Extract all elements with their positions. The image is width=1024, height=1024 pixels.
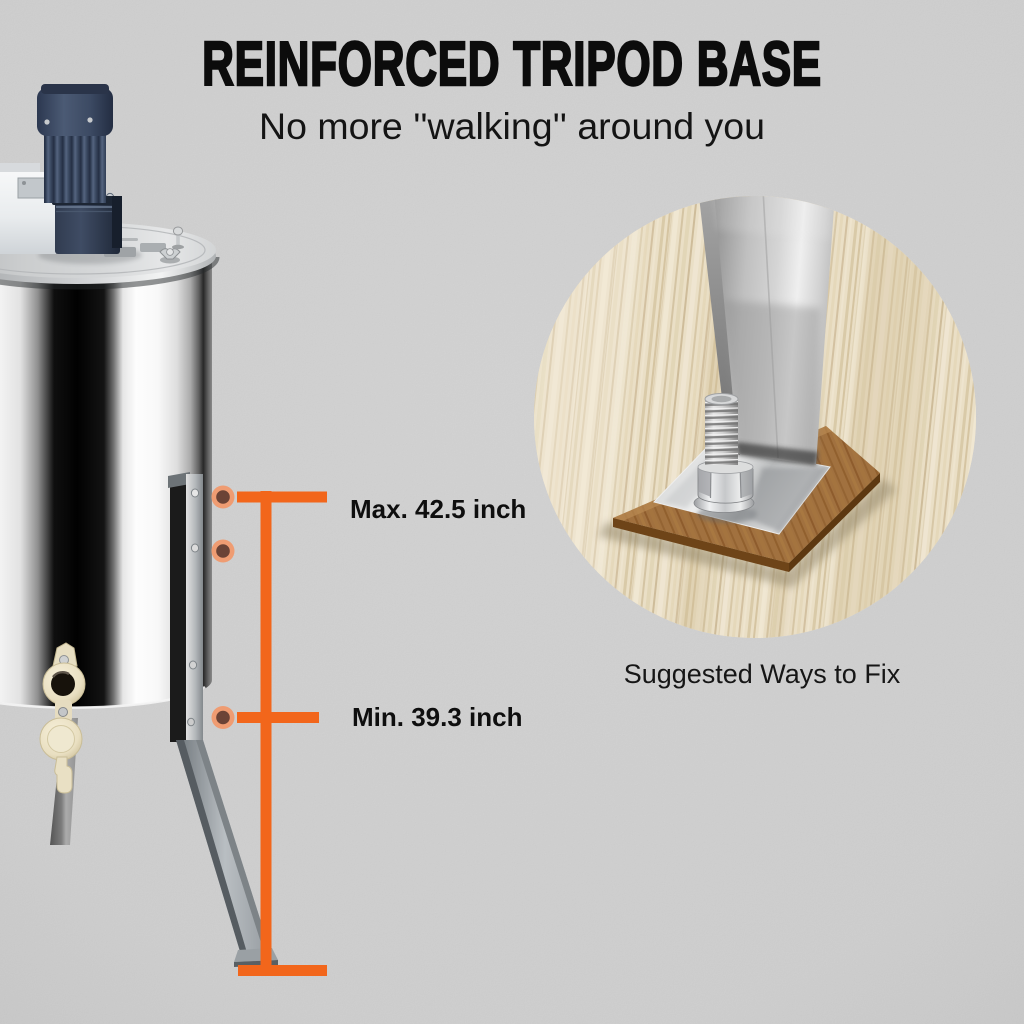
motor-cap (37, 88, 113, 136)
marker-dot-center (216, 544, 230, 558)
inset-photo (534, 196, 976, 638)
min-height-label: Min. 39.3 inch (352, 702, 523, 732)
leg-bracket-channel (170, 480, 190, 742)
motor (37, 84, 122, 254)
motor-base (55, 200, 120, 254)
marker-dot-center (216, 490, 230, 504)
max-height-label: Max. 42.5 inch (350, 494, 527, 524)
dimension-tick-middle (237, 712, 319, 723)
extractor-drum (0, 253, 212, 707)
page-title: REINFORCED TRIPOD BASE (201, 29, 822, 100)
gate-lever (54, 756, 73, 794)
dimension-line-vertical (260, 491, 272, 976)
inset-bolt-thread (704, 399, 739, 465)
tripod-leg (168, 472, 278, 967)
dimension-tick-bottom (238, 965, 327, 976)
inset-caption: Suggested Ways to Fix (623, 659, 901, 689)
dimension-tick-top (237, 491, 327, 503)
lid-hardware (104, 226, 184, 264)
inset-bolt (693, 393, 755, 513)
mount-hole-markers (211, 485, 235, 729)
motor-body (44, 133, 106, 203)
honey-extractor (0, 84, 278, 967)
marker-dot-center (216, 710, 230, 725)
inset-leg (696, 196, 836, 466)
honey-gate-valve (39, 642, 86, 845)
dimension-annotation (211, 485, 327, 976)
page-subtitle: No more ''walking'' around you (259, 105, 765, 147)
leg-bracket-flange (186, 474, 203, 744)
